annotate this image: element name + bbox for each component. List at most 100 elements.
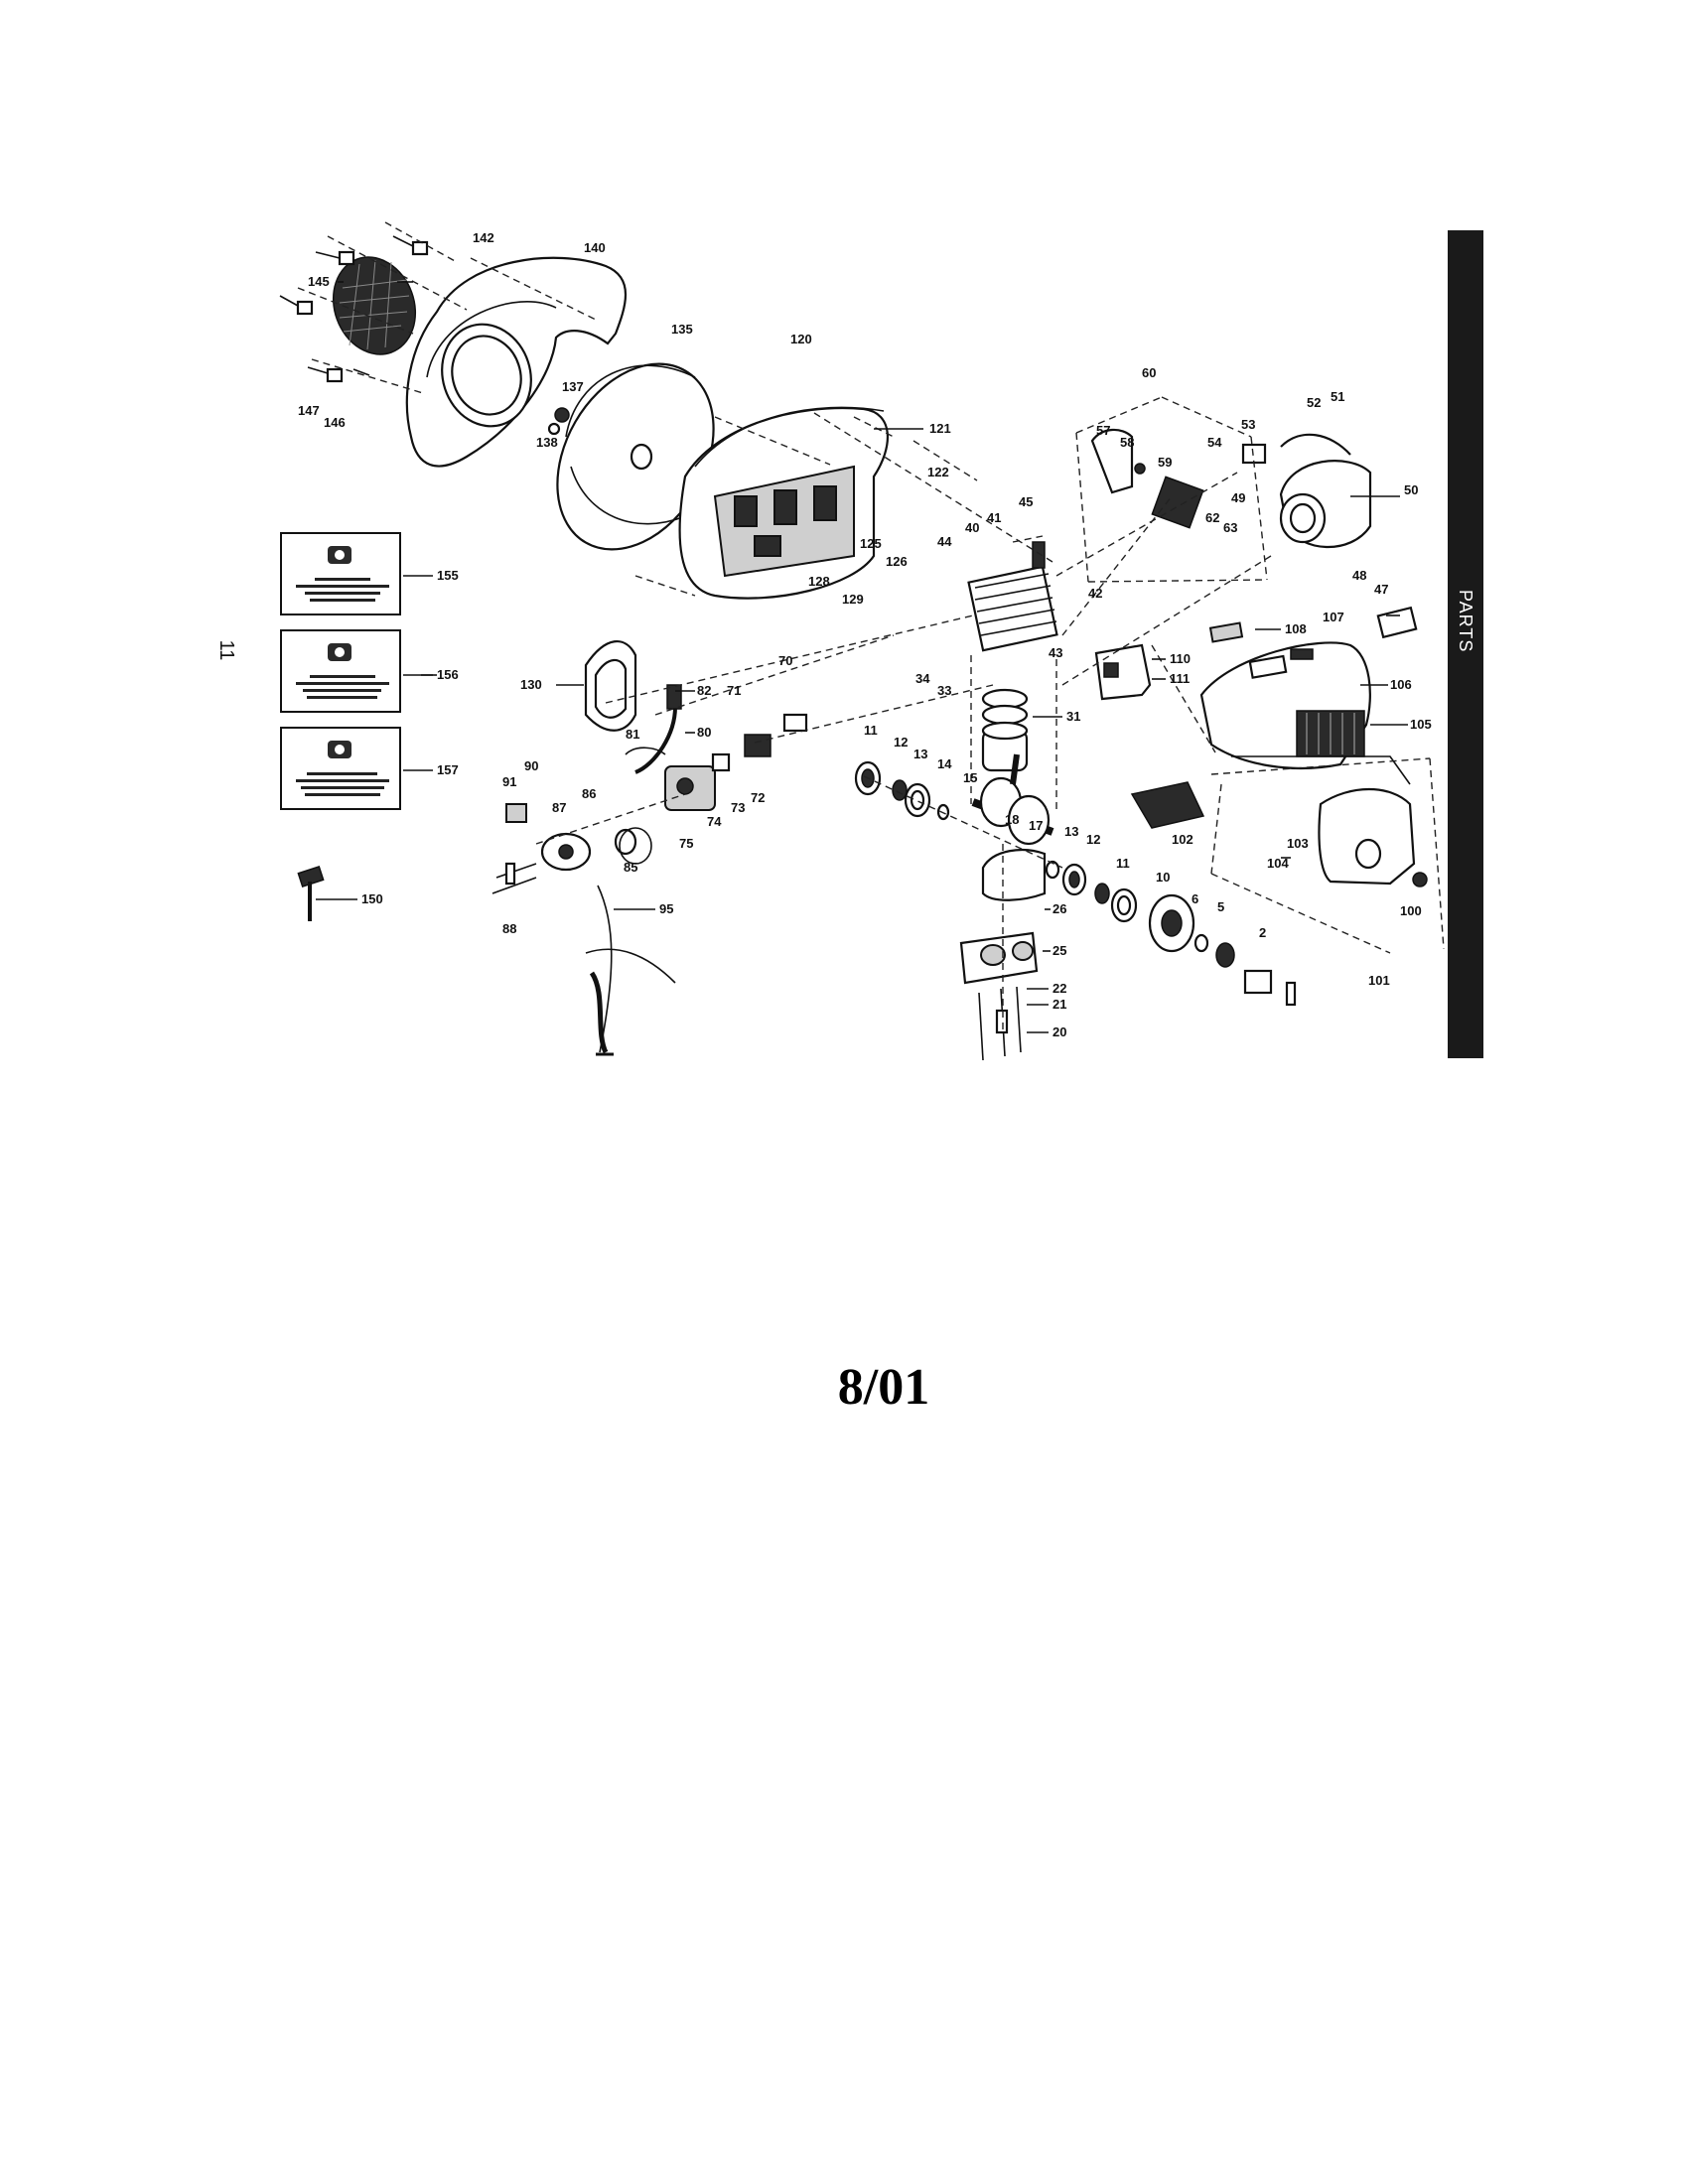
blower-housing-part	[405, 256, 628, 468]
part-label: 51	[1331, 389, 1344, 404]
part-label: 50	[1404, 482, 1418, 497]
part-label: 17	[1029, 818, 1043, 833]
part-label: 13	[1064, 824, 1078, 839]
part-label: 45	[1019, 494, 1033, 509]
part-label: 88	[502, 921, 516, 936]
part-label: 81	[626, 727, 639, 742]
part-label: 106	[1390, 677, 1412, 692]
part-label: 129	[842, 592, 864, 607]
flywheel-part	[1148, 893, 1273, 995]
part-label: 121	[929, 421, 951, 436]
assembly-lines	[297, 221, 1445, 1032]
filter-frame-part	[584, 639, 637, 732]
part-label: 59	[1158, 455, 1172, 470]
part-label: 130	[520, 677, 542, 692]
part-label: 146	[324, 415, 346, 430]
part-label: 11	[864, 723, 878, 738]
part-label: 60	[1142, 365, 1156, 380]
part-label: 6	[1192, 891, 1198, 906]
part-label: 82	[697, 683, 711, 698]
part-label: 12	[1086, 832, 1100, 847]
piston-part	[981, 688, 1029, 772]
bearing-set	[854, 760, 1138, 923]
grille-part	[332, 256, 417, 355]
part-label: 43	[1049, 645, 1062, 660]
part-label: 142	[473, 230, 494, 245]
shroud-part	[1094, 643, 1152, 701]
part-label: 71	[727, 683, 741, 698]
part-label: 13	[913, 747, 927, 761]
part-label: 101	[1368, 973, 1390, 988]
part-label: 145	[308, 274, 330, 289]
part-label: 103	[1287, 836, 1309, 851]
part-label: 102	[1172, 832, 1193, 847]
part-label: 42	[1088, 586, 1102, 601]
kit-text-lines	[296, 675, 389, 703]
part-label: 10	[1156, 870, 1170, 885]
part-label: 34	[915, 671, 930, 686]
part-label: 63	[1223, 520, 1237, 535]
part-label: 20	[1052, 1024, 1066, 1039]
part-label: 108	[1285, 621, 1307, 636]
revision-date: 8/01	[837, 1359, 930, 1416]
part-label: 111	[1170, 671, 1190, 686]
part-label: 107	[1323, 610, 1344, 624]
carburetor-icon	[328, 741, 351, 758]
part-label: 138	[536, 435, 558, 450]
part-label: 147	[298, 403, 320, 418]
air-filter-part	[1130, 781, 1205, 829]
kit-text-lines	[296, 578, 389, 606]
part-label: 22	[1052, 981, 1066, 996]
part-label: 12	[894, 735, 908, 750]
part-label: 91	[502, 774, 516, 789]
engine-cover-part	[1199, 641, 1371, 770]
part-label: 86	[582, 786, 596, 801]
part-label: 31	[1066, 709, 1080, 724]
part-label: 135	[671, 322, 693, 337]
part-label: 44	[937, 534, 952, 549]
part-label: 128	[808, 574, 830, 589]
part-label: 40	[965, 520, 979, 535]
part-label: 156	[437, 667, 459, 682]
page-number: 11	[215, 639, 237, 661]
part-label: 53	[1241, 417, 1255, 432]
part-label: 90	[524, 758, 538, 773]
part-label: 137	[562, 379, 584, 394]
part-label: 72	[751, 790, 765, 805]
decal-107	[1376, 606, 1418, 639]
crankshaft-part	[971, 753, 1054, 846]
part-label: 100	[1400, 903, 1422, 918]
part-label: 11	[1116, 856, 1130, 871]
part-label: 74	[707, 814, 722, 829]
side-tab-label: PARTS	[1456, 590, 1475, 653]
rear-housing-part	[1231, 755, 1428, 887]
part-label: 140	[584, 240, 606, 255]
part-label: 57	[1096, 423, 1110, 438]
part-label: 95	[659, 901, 673, 916]
part-label: 157	[437, 762, 459, 777]
kit-card	[280, 629, 401, 713]
part-label: 87	[552, 800, 566, 815]
part-label: 25	[1052, 943, 1066, 958]
leader-lines	[316, 281, 1408, 1033]
carburetor-icon	[328, 643, 351, 661]
part-number-labels: 142 140 145 147 146 135 137 138 120 121 …	[298, 230, 1432, 1039]
part-label: 85	[624, 860, 637, 875]
impeller-part	[556, 362, 715, 551]
part-label: 125	[860, 536, 882, 551]
part-label: 155	[437, 568, 459, 583]
crankcase-part	[959, 848, 1047, 985]
tool-part	[297, 865, 325, 921]
fan-housing-part	[678, 406, 890, 600]
kit-text-lines	[296, 772, 389, 800]
part-label: 126	[886, 554, 908, 569]
part-label: 52	[1307, 395, 1321, 410]
part-label: 26	[1052, 901, 1066, 916]
part-label: 104	[1267, 856, 1289, 871]
part-label: 54	[1207, 435, 1222, 450]
part-label: 105	[1410, 717, 1432, 732]
part-label: 21	[1052, 997, 1066, 1012]
part-label: 2	[1259, 925, 1266, 940]
